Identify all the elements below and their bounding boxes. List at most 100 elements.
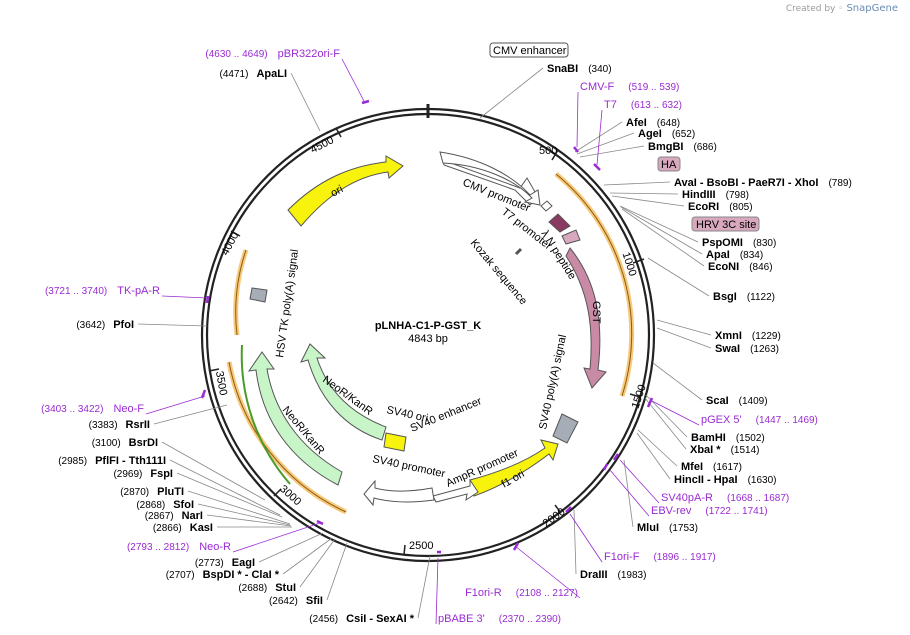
enzyme-position: (2868): [136, 500, 165, 511]
enzyme-position: (3383): [89, 420, 118, 431]
enzyme-label: XmnI(1229): [715, 330, 781, 342]
feature-ori: [287, 155, 404, 227]
primer-label: EBV-rev(1722 .. 1741): [651, 505, 768, 517]
enzyme-leader-line: [417, 555, 431, 619]
primer-name: SV40pA-R: [661, 492, 713, 504]
primer-site-mark: [565, 506, 572, 513]
primer-label: T7(613 .. 632): [604, 99, 682, 111]
enzyme-position: (2867): [145, 511, 174, 522]
primer-position: (1447 .. 1469): [756, 415, 818, 426]
enzyme-position: (2707): [166, 570, 195, 581]
tick-1500: [629, 393, 641, 398]
primer-label: SV40pA-R (1668 .. 1687): [661, 492, 789, 504]
primer-leader-line: [576, 91, 579, 148]
primer-site-mark: [612, 453, 620, 461]
enzyme-leader-line: [153, 404, 228, 425]
primer-label: (3721 .. 3740)TK-pA-R: [45, 285, 160, 297]
primer-label: (3403 .. 3422)Neo-F: [41, 403, 144, 415]
primer-label: (2793 .. 2812)Neo-R: [127, 541, 231, 553]
enzyme-name: PfoI: [113, 319, 134, 331]
enzyme-leader-line: [656, 327, 712, 349]
enzyme-leader-line: [636, 432, 671, 480]
enzyme-position: (1409): [739, 396, 768, 407]
feature-ha-tag: [561, 229, 581, 245]
primer-site-mark: [361, 99, 370, 105]
enzyme-position: (2688): [238, 583, 267, 594]
feature-ampr-promoter: [432, 478, 479, 503]
enzyme-label: AfeI(648): [626, 117, 680, 129]
enzyme-name: HincII - HpaI: [674, 474, 738, 486]
enzyme-name: BsrDI: [129, 437, 158, 449]
features: [247, 151, 607, 507]
enzyme-label: AvaI - BsoBI - PaeR7I - XhoI(789): [674, 177, 852, 189]
enzyme-leader-line: [290, 72, 321, 132]
enzyme-name: PflFI - Tth111I: [95, 455, 166, 467]
enzyme-name: EcoRI: [688, 201, 719, 213]
enzyme-position: (834): [740, 250, 763, 261]
tick-label-3500: 3500: [213, 370, 229, 396]
enzyme-name: MfeI: [681, 461, 703, 473]
enzyme-label: (2456)CsiI - SexAI *: [309, 613, 414, 625]
orf-arc-neo-green: [240, 344, 291, 485]
label-ori: ori: [329, 183, 345, 199]
enzyme-leader-line: [197, 503, 291, 526]
enzyme-position: (2969): [113, 469, 142, 480]
primer-leader-line: [145, 395, 206, 415]
enzyme-name: PluTI: [157, 486, 184, 498]
credit-brand: SnapGene: [846, 3, 898, 14]
primer-leader-line: [232, 522, 321, 553]
enzyme-position: (1753): [669, 523, 698, 534]
enzyme-leader-line: [603, 181, 671, 186]
primer-position: (1668 .. 1687): [727, 493, 789, 504]
enzyme-leader-line: [637, 429, 678, 467]
enzyme-position: (1122): [747, 292, 775, 303]
enzyme-position: (1229): [752, 331, 781, 342]
enzyme-leader-line: [206, 514, 292, 527]
tick-500: [551, 149, 559, 161]
enzyme-leader-line: [169, 459, 281, 516]
primer-site-mark: [602, 463, 609, 471]
snapgene-credit: Created by ◦ SnapGene: [786, 3, 898, 14]
credit-prefix: Created by: [785, 4, 836, 14]
orf-highlights: [226, 172, 635, 515]
primer-name: T7: [604, 99, 617, 111]
tick-2500: [403, 544, 406, 556]
primer-site-mark: [573, 146, 579, 153]
enzyme-position: (2642): [269, 596, 298, 607]
feature-sv40-promoter: [363, 479, 435, 507]
enzyme-position: (648): [657, 118, 680, 129]
feature-lambda-n: [548, 213, 571, 233]
enzyme-label: HindIII(798): [682, 189, 749, 201]
enzyme-position: (1630): [748, 475, 777, 486]
enzyme-labels: SnaBI(340)AfeI(648)AgeI(652)BmgBI(686)Av…: [58, 63, 852, 625]
primer-name: CMV-F: [580, 81, 615, 93]
primer-leader-line: [619, 459, 660, 504]
enzyme-leader-line: [574, 121, 623, 153]
label-hsv-tk-polya: HSV TK poly(A) signal: [274, 249, 301, 359]
enzyme-leader-line: [479, 67, 544, 119]
enzyme-label: (3642)PfoI: [76, 319, 134, 331]
enzyme-position: (2456): [309, 614, 338, 625]
primer-position: (2793 .. 2812): [127, 542, 189, 553]
orf-arc-tk: [233, 249, 249, 336]
tick-1000: [632, 258, 645, 264]
label-gst: GST: [590, 301, 602, 324]
primer-position: (2370 .. 2390): [499, 614, 561, 625]
tick-label-4000: 4000: [219, 230, 241, 257]
enzyme-leader-line: [258, 532, 324, 563]
enzyme-position: (340): [588, 64, 611, 75]
enzyme-label: (2868)SfoI: [136, 499, 194, 511]
enzyme-position: (1617): [713, 462, 742, 473]
plasmid-name: pLNHA-C1-P-GST_K: [375, 320, 481, 332]
enzyme-name: EagI: [232, 557, 255, 569]
label-sv40-promoter: SV40 promoter: [371, 453, 446, 480]
enzyme-position: (798): [726, 190, 749, 201]
feature-neor-inner: [300, 343, 387, 441]
tick-3500: [208, 368, 220, 372]
enzyme-label: SnaBI(340): [547, 63, 612, 75]
feature-t7-promoter: [540, 200, 553, 212]
primer-leader-line: [609, 469, 650, 517]
feature-sv40-polya: [552, 413, 579, 444]
enzyme-label: (3383)RsrII: [89, 419, 150, 431]
enzyme-label: (2688)StuI: [238, 582, 296, 594]
